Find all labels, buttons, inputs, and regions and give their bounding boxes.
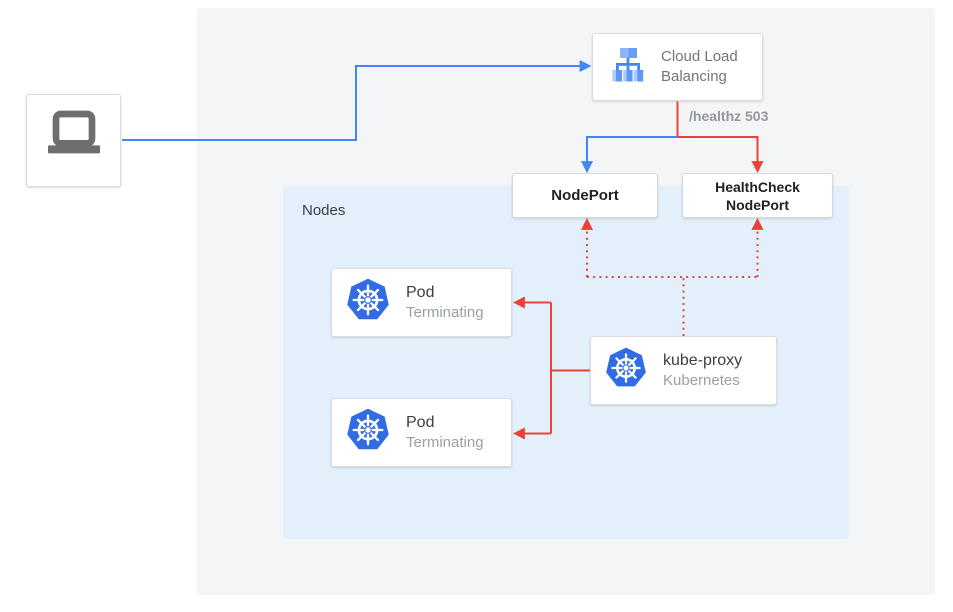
cloud-load-balancing-label: Cloud Load Balancing <box>661 48 738 85</box>
kube-proxy-subtitle: Kubernetes <box>663 372 740 389</box>
kube-proxy-node: kube-proxy Kubernetes <box>590 336 777 405</box>
pod-text: Pod Terminating <box>406 282 484 323</box>
nodes-group-label: Nodes <box>302 202 346 219</box>
load-balancer-icon <box>608 45 648 90</box>
healthcheck-nodeport-node: HealthCheck NodePort <box>682 173 833 218</box>
cloud-load-balancing-node: Cloud Load Balancing <box>592 33 763 101</box>
kubernetes-icon <box>605 347 647 394</box>
pod-node: Pod Terminating <box>331 268 512 337</box>
healthz-503-annotation: /healthz 503 <box>689 108 769 124</box>
kube-proxy-title: kube-proxy <box>663 352 743 369</box>
pod-title: Pod <box>406 284 435 301</box>
nodeport-node: NodePort <box>512 173 658 218</box>
pod-node: Pod Terminating <box>331 398 512 467</box>
kubernetes-icon <box>346 408 390 457</box>
client-node <box>26 94 121 187</box>
nodeport-label: NodePort <box>551 187 619 204</box>
kubernetes-icon <box>346 278 390 327</box>
pod-status: Terminating <box>406 434 484 451</box>
healthcheck-nodeport-label: HealthCheck NodePort <box>715 178 800 213</box>
pod-title: Pod <box>406 414 435 431</box>
kube-proxy-text: kube-proxy Kubernetes <box>663 350 742 391</box>
pod-status: Terminating <box>406 304 484 321</box>
pod-text: Pod Terminating <box>406 412 484 453</box>
laptop-icon <box>42 109 106 172</box>
